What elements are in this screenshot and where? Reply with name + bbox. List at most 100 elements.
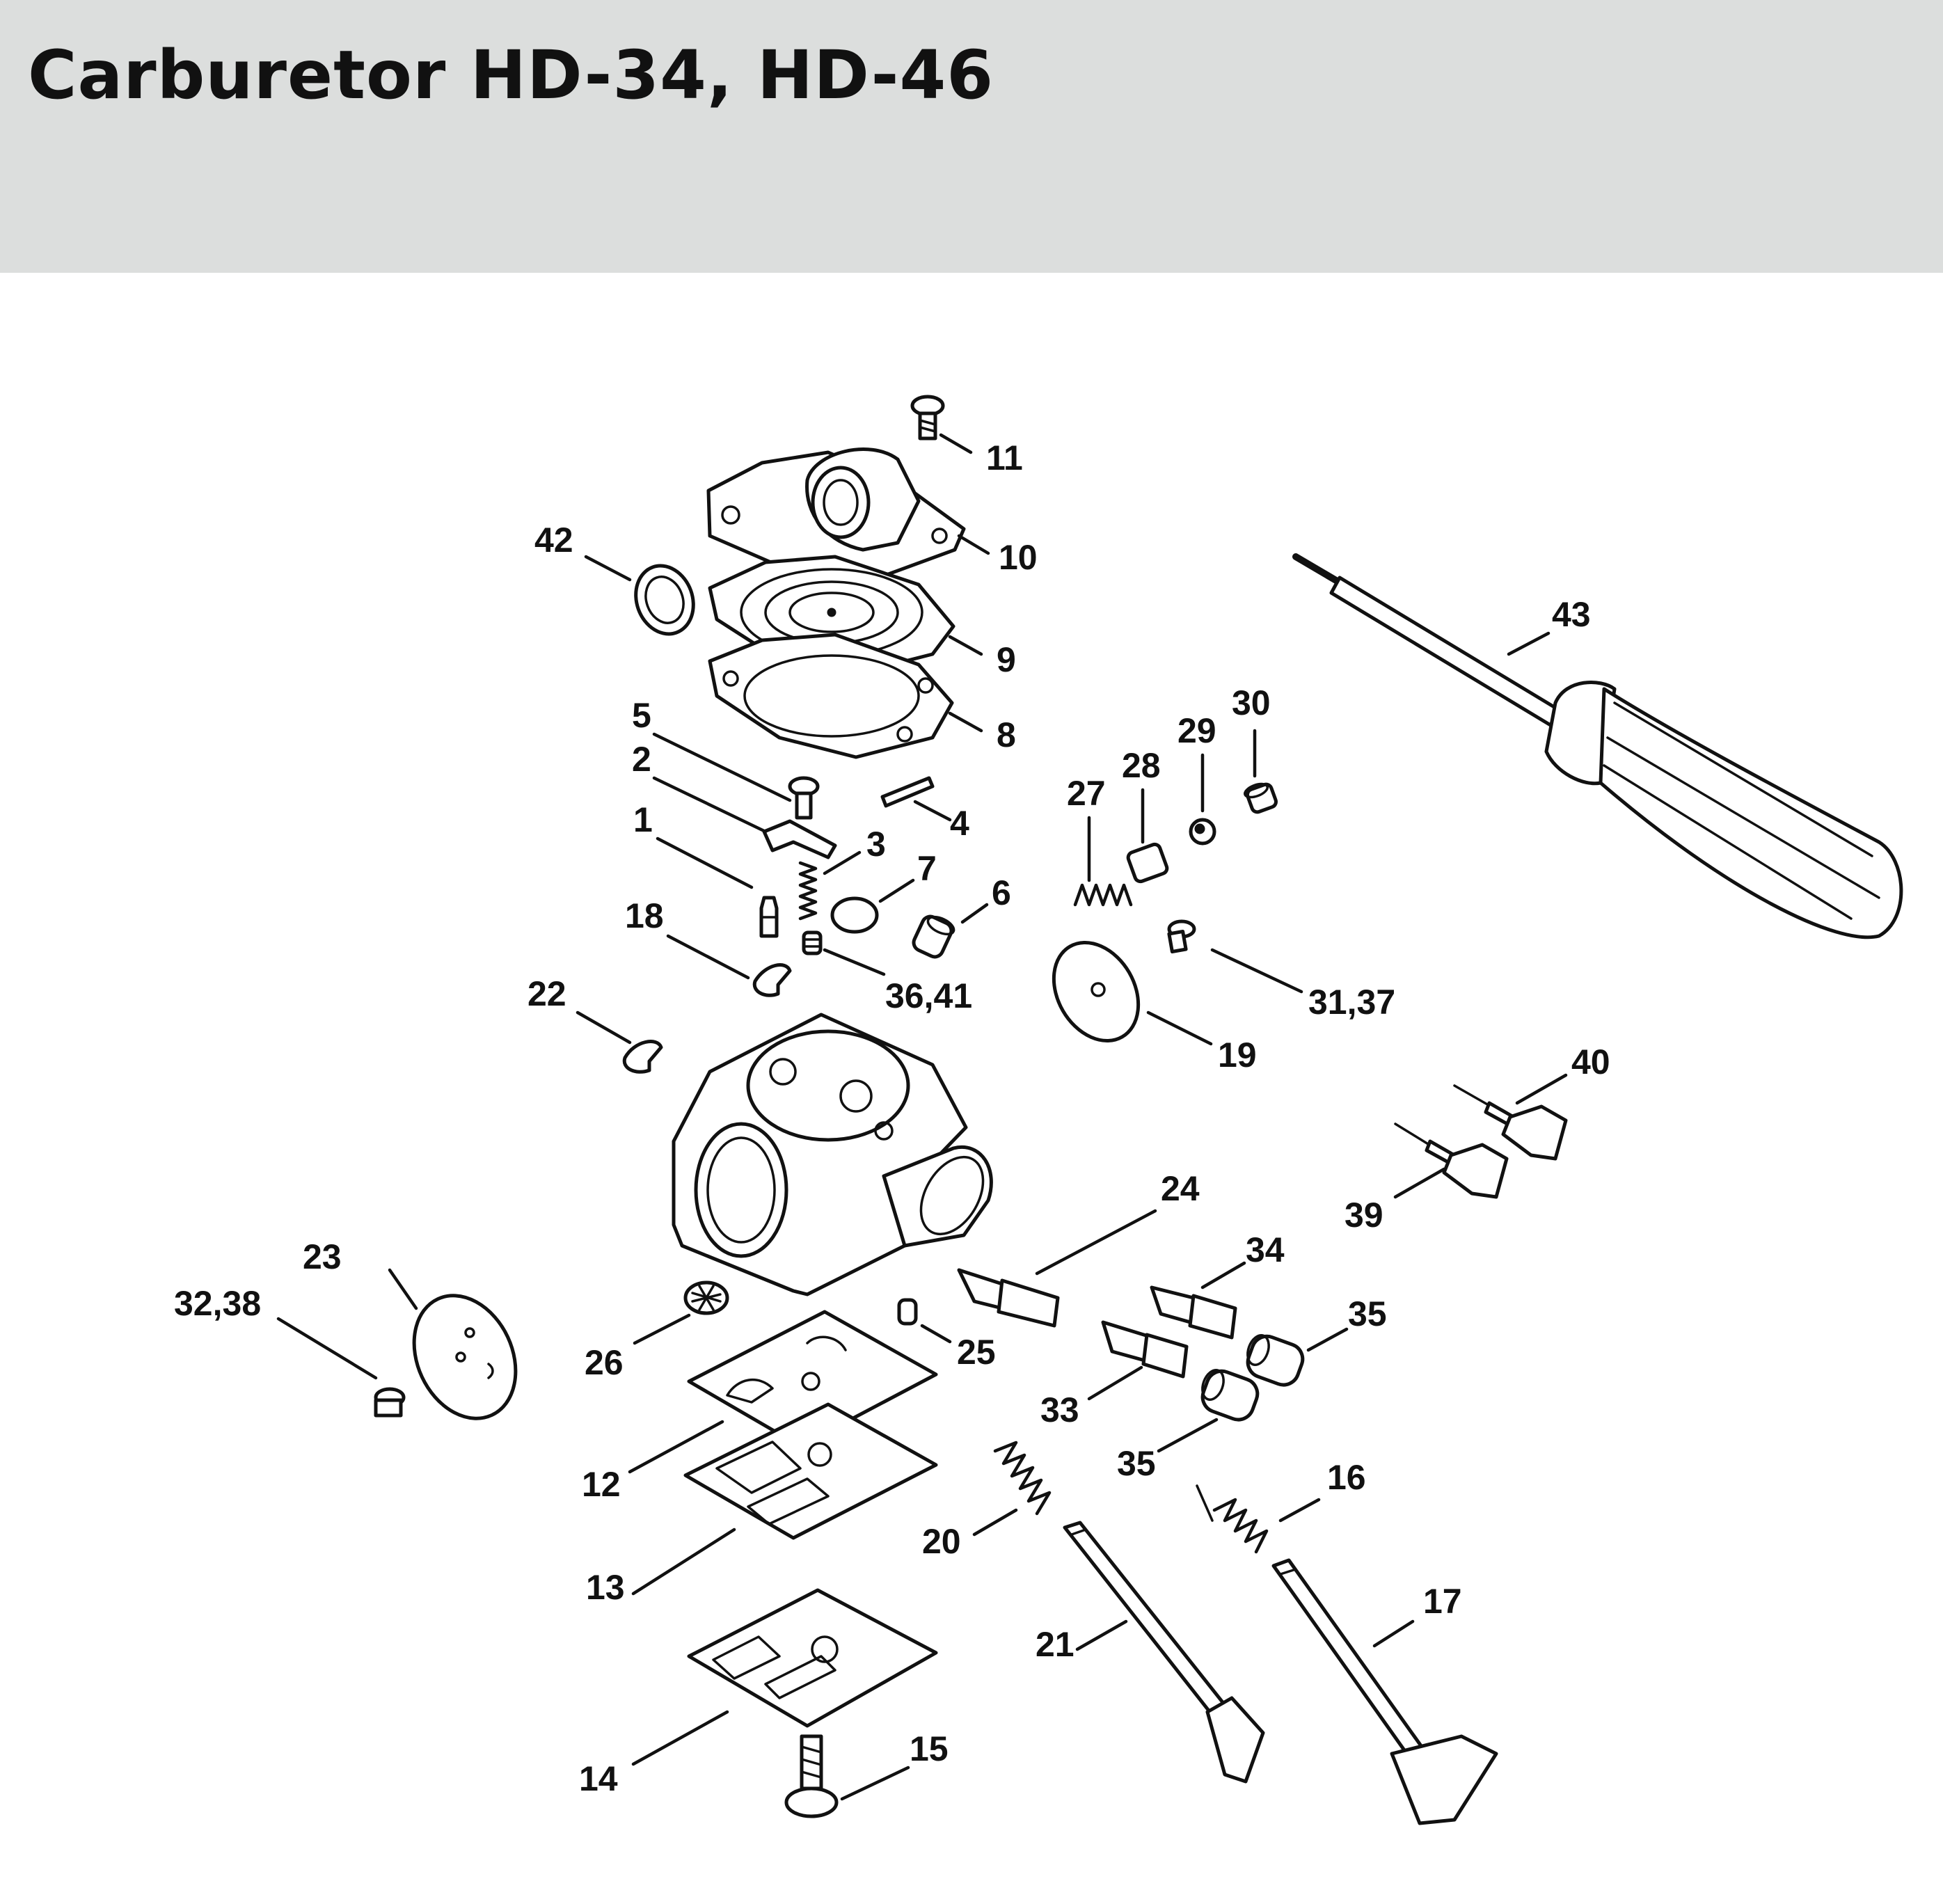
callout-15: 15 bbox=[910, 1729, 949, 1768]
callout-6: 6 bbox=[992, 873, 1011, 912]
part-28-cylinder bbox=[1126, 842, 1169, 884]
part-4-pin bbox=[880, 776, 935, 808]
leader-15 bbox=[840, 1766, 910, 1801]
callout-31-37: 31,37 bbox=[1308, 983, 1395, 1022]
leader-16 bbox=[1278, 1498, 1321, 1523]
part-14-cover bbox=[687, 1588, 938, 1728]
leader-26 bbox=[633, 1313, 691, 1345]
part-6-plug bbox=[912, 914, 955, 959]
part-31-37-screw bbox=[1167, 919, 1196, 954]
leader-2 bbox=[652, 776, 768, 834]
part-16-spring bbox=[1196, 1484, 1269, 1554]
callout-12: 12 bbox=[582, 1465, 621, 1504]
callout-2: 2 bbox=[632, 740, 651, 779]
callout-17: 17 bbox=[1423, 1582, 1462, 1621]
callout-13: 13 bbox=[586, 1568, 625, 1607]
part-25-pin bbox=[897, 1298, 918, 1326]
callout-43: 43 bbox=[1552, 595, 1591, 634]
part-39-adjusting-screw bbox=[1394, 1122, 1509, 1199]
part-21-shaft bbox=[1063, 1521, 1265, 1784]
callout-30: 30 bbox=[1232, 683, 1271, 722]
callout-23: 23 bbox=[303, 1237, 342, 1276]
callout-10: 10 bbox=[999, 538, 1038, 577]
part-3-spring bbox=[798, 861, 818, 921]
part-carburetor-body bbox=[672, 1013, 993, 1296]
callout-7: 7 bbox=[917, 849, 937, 888]
leader-14 bbox=[631, 1710, 729, 1766]
callout-35-upper: 35 bbox=[1348, 1294, 1387, 1333]
leader-6 bbox=[960, 903, 989, 924]
callout-4: 4 bbox=[950, 804, 969, 843]
leader-8 bbox=[948, 711, 983, 733]
leader-43 bbox=[1507, 631, 1551, 656]
part-12-gasket bbox=[687, 1310, 938, 1448]
part-24-valve bbox=[957, 1268, 1060, 1328]
part-36-41-plug bbox=[802, 930, 823, 955]
callout-34: 34 bbox=[1246, 1230, 1285, 1269]
leader-42 bbox=[584, 555, 632, 582]
part-11-screw bbox=[910, 395, 945, 441]
part-22-clip bbox=[622, 1040, 663, 1074]
part-26-strainer bbox=[683, 1280, 729, 1315]
leader-25 bbox=[920, 1324, 952, 1344]
part-33-needle bbox=[1101, 1320, 1189, 1379]
leader-32-38 bbox=[276, 1317, 378, 1380]
callout-32-38: 32,38 bbox=[174, 1284, 261, 1323]
callout-29: 29 bbox=[1177, 711, 1216, 750]
leader-4 bbox=[913, 800, 952, 822]
header-band: Carburetor HD-34, HD-46 bbox=[0, 0, 1943, 273]
callout-26: 26 bbox=[585, 1343, 624, 1382]
part-23-disc bbox=[412, 1294, 518, 1420]
callout-labels: 11 10 42 9 8 43 30 29 28 27 5 2 4 1 3 7 … bbox=[174, 438, 1610, 1798]
leader-35a bbox=[1306, 1327, 1349, 1352]
leader-9 bbox=[948, 635, 983, 656]
part-8-gasket bbox=[708, 633, 954, 759]
part-19-throttle-valve bbox=[1052, 940, 1141, 1043]
callout-42: 42 bbox=[534, 521, 573, 560]
leader-35b bbox=[1157, 1418, 1219, 1453]
callout-1: 1 bbox=[633, 800, 653, 839]
part-13-diaphragm bbox=[683, 1402, 938, 1540]
leader-13 bbox=[631, 1528, 736, 1596]
callout-36-41: 36,41 bbox=[885, 976, 972, 1015]
callout-27: 27 bbox=[1067, 774, 1106, 813]
leader-24 bbox=[1035, 1209, 1157, 1276]
leader-39 bbox=[1393, 1167, 1446, 1199]
callout-22: 22 bbox=[528, 974, 566, 1013]
leader-10 bbox=[957, 534, 990, 555]
callout-14: 14 bbox=[579, 1759, 618, 1798]
callout-19: 19 bbox=[1218, 1036, 1257, 1074]
callout-16: 16 bbox=[1327, 1458, 1366, 1497]
part-15-screw bbox=[784, 1734, 839, 1818]
leader-11 bbox=[939, 433, 973, 454]
leader-3 bbox=[823, 850, 862, 875]
leader-23 bbox=[388, 1268, 418, 1310]
callout-5: 5 bbox=[632, 696, 651, 735]
leader-18 bbox=[666, 934, 750, 980]
leader-22 bbox=[576, 1010, 632, 1045]
callout-9: 9 bbox=[997, 640, 1016, 679]
part-35-plug-lower bbox=[1200, 1369, 1260, 1422]
leader-21 bbox=[1075, 1619, 1128, 1651]
callout-20: 20 bbox=[922, 1522, 961, 1561]
leader-17 bbox=[1372, 1619, 1415, 1648]
part-17-shaft bbox=[1271, 1558, 1498, 1825]
callout-18: 18 bbox=[625, 896, 664, 935]
leader-lines bbox=[276, 433, 1568, 1801]
leader-19 bbox=[1146, 1010, 1213, 1046]
leader-5 bbox=[652, 732, 792, 802]
callout-3: 3 bbox=[866, 825, 886, 864]
leader-40 bbox=[1515, 1073, 1568, 1105]
callout-39: 39 bbox=[1345, 1196, 1383, 1235]
callout-35-lower: 35 bbox=[1117, 1444, 1156, 1483]
callout-28: 28 bbox=[1122, 746, 1161, 785]
part-43-screwdriver bbox=[1292, 553, 1903, 939]
leader-1 bbox=[656, 836, 754, 889]
part-2-lever bbox=[762, 819, 837, 859]
callout-25: 25 bbox=[957, 1333, 996, 1372]
leader-33 bbox=[1087, 1365, 1143, 1401]
part-30-plug bbox=[1244, 782, 1278, 814]
leader-7 bbox=[878, 878, 915, 903]
leader-12 bbox=[628, 1420, 724, 1474]
